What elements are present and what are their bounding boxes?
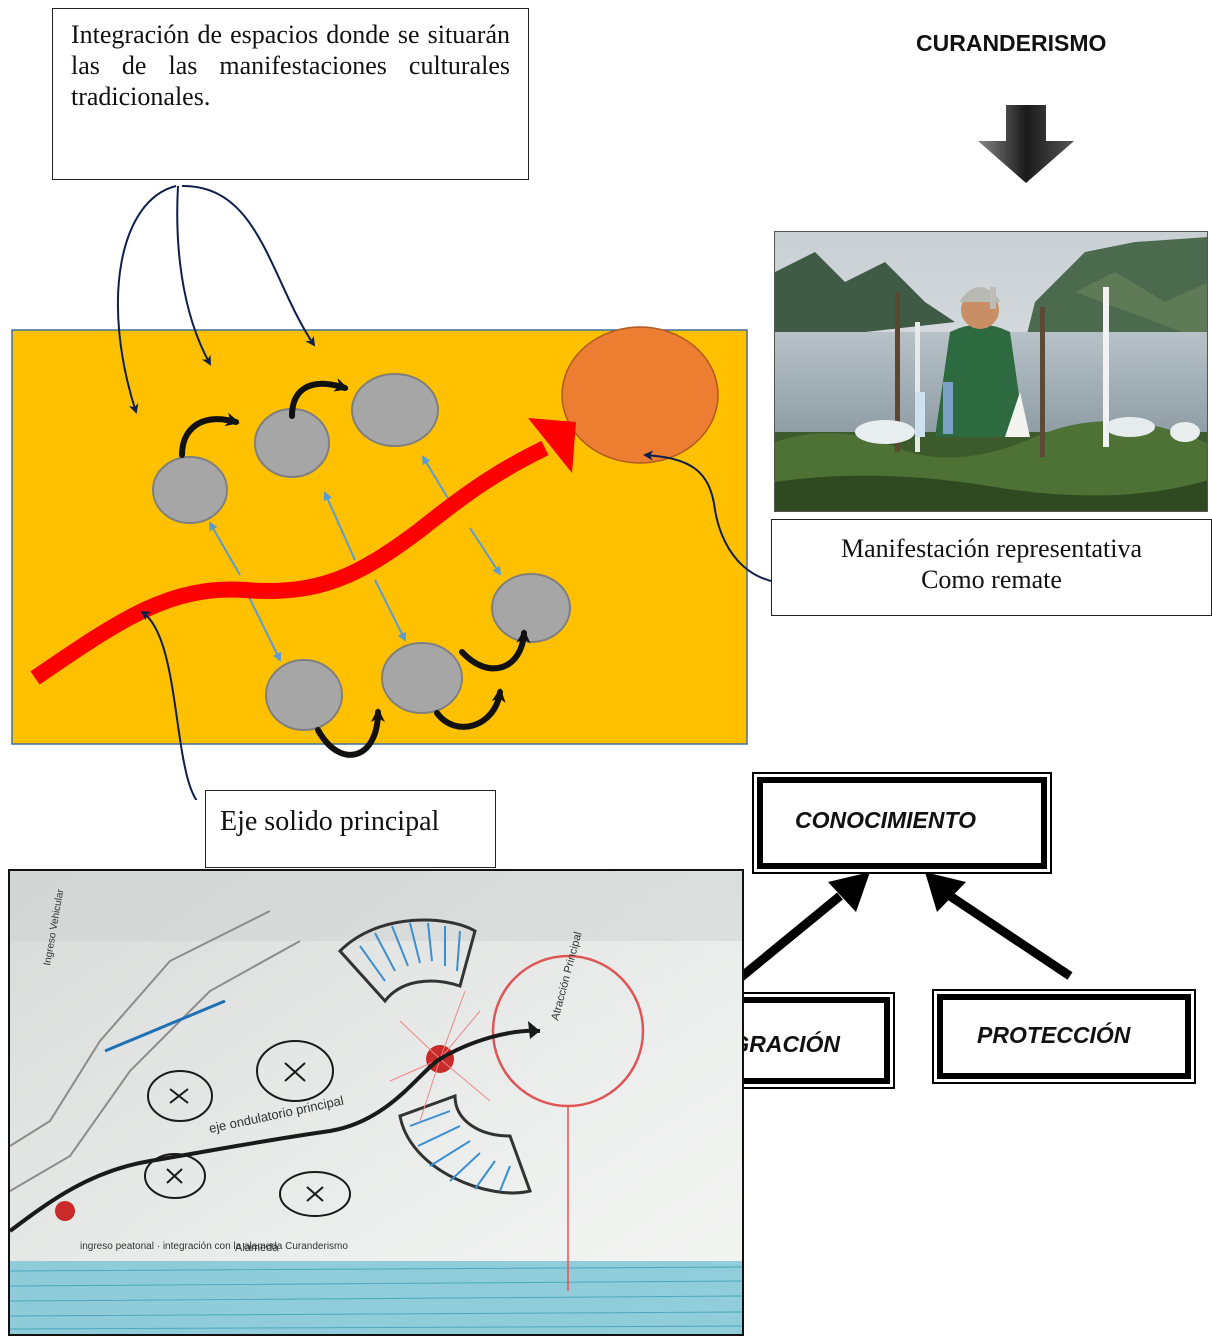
down-arrow-icon — [978, 105, 1074, 183]
link-1b — [247, 594, 281, 662]
concept-right-label: PROTECCIÓN — [977, 1022, 1131, 1048]
focal-space — [561, 326, 719, 464]
eje-text: Eje solido principal — [220, 806, 440, 837]
link-2b — [374, 579, 406, 642]
healer-photo — [774, 231, 1208, 512]
link-1 — [209, 521, 241, 576]
sketch-label-bottom: ingreso peatonal · integración con la al… — [80, 1241, 348, 1252]
remate-line2: Como remate — [921, 565, 1062, 594]
main-axis-head — [528, 418, 576, 473]
curve-arrow-5 — [459, 629, 531, 672]
link-2 — [323, 491, 356, 561]
node-1 — [152, 456, 228, 524]
node-6 — [491, 573, 571, 643]
concept-proteccion: PROTECCIÓN — [932, 989, 1196, 1084]
main-axis — [30, 440, 549, 685]
concept-conocimiento: CONOCIMIENTO — [752, 772, 1052, 874]
curanderismo-title: CURANDERISMO — [916, 30, 1107, 56]
link-3b — [469, 527, 502, 576]
plan-diagram — [11, 184, 748, 800]
remate-line1: Manifestación representativa — [840, 534, 1143, 563]
node-5 — [381, 642, 463, 714]
sketch-label-alameda: Alameda — [235, 1242, 279, 1254]
arrow-proteccion-to-conocimiento — [947, 892, 1073, 980]
node-2 — [254, 408, 330, 478]
concept-arrows — [737, 872, 1073, 982]
node-4 — [265, 659, 343, 731]
arrow-integracion-to-conocimiento — [737, 892, 843, 982]
curve-arrow-1 — [179, 412, 240, 458]
curve-arrow-4 — [434, 688, 506, 730]
eje-callout: Eje solido principal — [205, 790, 496, 868]
node-3 — [351, 373, 439, 447]
hand-sketch: eje ondulatorio principal Atracción Prin… — [8, 869, 744, 1336]
intro-callout: Integración de espacios donde se situará… — [52, 8, 529, 180]
remate-connector — [643, 450, 806, 585]
intro-text: Integración de espacios donde se situará… — [71, 20, 510, 111]
curve-arrow-2 — [289, 378, 349, 419]
curve-arrow-3 — [315, 708, 385, 758]
remate-callout: Manifestación representativa Como remate — [771, 519, 1212, 616]
concept-top-label: CONOCIMIENTO — [795, 807, 977, 833]
